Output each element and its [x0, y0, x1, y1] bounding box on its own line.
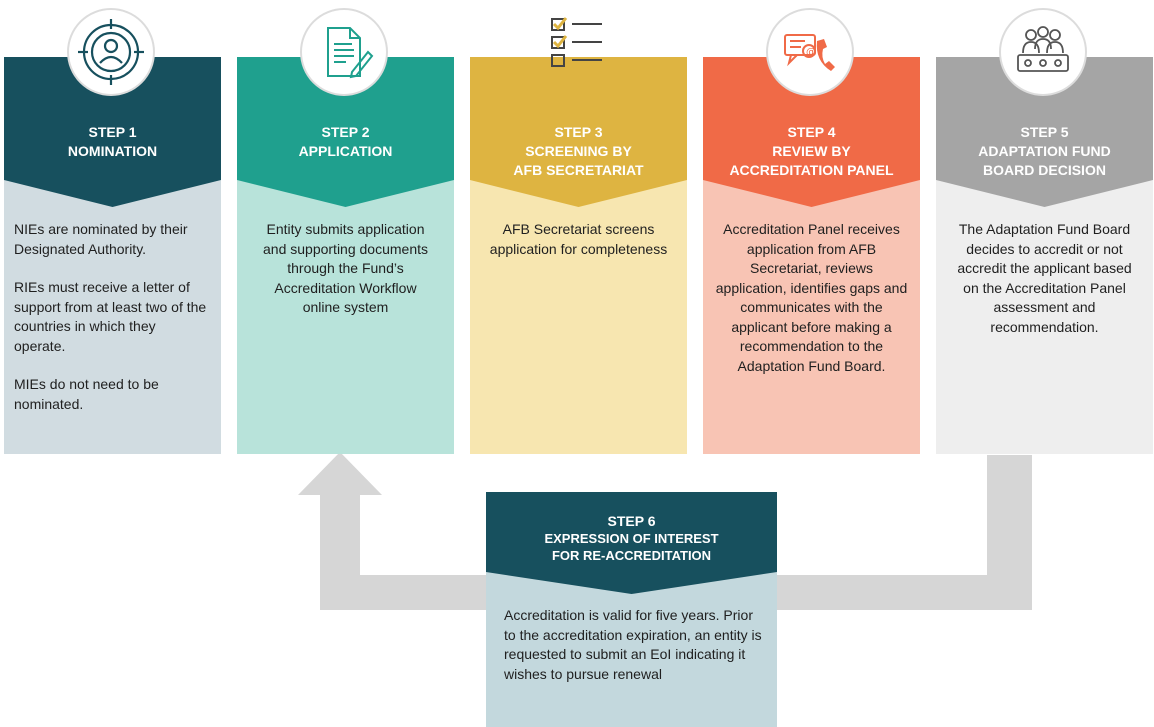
document-pen-icon	[326, 27, 373, 79]
step-6-header: STEP 6 EXPRESSION OF INTEREST FOR RE-ACC…	[486, 492, 777, 594]
step-3-title-line-2: AFB SECRETARIAT	[513, 162, 644, 178]
step-2-number: STEP 2	[321, 124, 370, 140]
step-3-body: AFB Secretariat screens application for …	[470, 180, 687, 454]
step-3-paragraph: AFB Secretariat screens application for …	[489, 221, 668, 257]
connector-to-step2	[298, 452, 500, 610]
step-1-number: STEP 1	[88, 124, 137, 140]
step-5-body: The Adaptation Fund Board decides to acc…	[936, 180, 1153, 454]
board-meeting-icon	[1016, 26, 1069, 72]
step-4-paragraph: Accreditation Panel receives application…	[715, 221, 908, 374]
step-2-paragraph: Entity submits application and supportin…	[263, 221, 428, 315]
step-5-number: STEP 5	[1020, 124, 1069, 140]
step-2-body: Entity submits application and supportin…	[237, 180, 454, 454]
step-6-title-line-2: FOR RE-ACCREDITATION	[551, 548, 712, 563]
step-1-icon-circle	[66, 8, 155, 96]
step-5-title-line-2: BOARD DECISION	[983, 162, 1106, 178]
step-6-number: STEP 6	[607, 513, 656, 529]
step-4-header: STEP 4 REVIEW BY ACCREDITATION PANEL	[703, 57, 920, 207]
step-3-title-line-1: SCREENING BY	[525, 143, 632, 159]
step-4-icon-circle: @	[765, 8, 854, 96]
step-1-title: NOMINATION	[67, 143, 158, 159]
target-person-icon	[77, 19, 144, 85]
step-4-number: STEP 4	[787, 124, 836, 140]
step-5-title-line-1: ADAPTATION FUND	[978, 143, 1111, 159]
step-4-title-line-1: REVIEW BY	[772, 143, 851, 159]
step-4-title-line-2: ACCREDITATION PANEL	[729, 162, 894, 178]
step-1-paragraph: MIEs do not need to be nominated.	[14, 376, 159, 412]
svg-text:@: @	[806, 47, 816, 58]
step-2-icon-circle	[299, 8, 388, 96]
connector-from-step5	[760, 455, 1032, 610]
step-1-paragraph: RIEs must receive a letter of support fr…	[14, 279, 207, 354]
step-1-body: NIEs are nominated by their Designated A…	[4, 180, 221, 454]
step-1-paragraph: NIEs are nominated by their Designated A…	[14, 221, 188, 257]
step-3-number: STEP 3	[554, 124, 603, 140]
step-5-paragraph: The Adaptation Fund Board decides to acc…	[957, 221, 1132, 335]
step-2-title: APPLICATION	[298, 143, 393, 159]
step-4-body: Accreditation Panel receives application…	[703, 180, 920, 454]
step-6-paragraph: Accreditation is valid for five years. P…	[504, 607, 762, 682]
step-6-body: Accreditation is valid for five years. P…	[486, 570, 777, 727]
speech-phone-icon: @	[783, 34, 835, 71]
step-5-icon-circle	[998, 8, 1087, 96]
step-3-icon-circle	[533, 0, 621, 88]
step-6-title-line-1: EXPRESSION OF INTEREST	[544, 531, 719, 546]
step-3-header: STEP 3 SCREENING BY AFB SECRETARIAT	[470, 57, 687, 207]
checklist-icon	[550, 17, 602, 67]
